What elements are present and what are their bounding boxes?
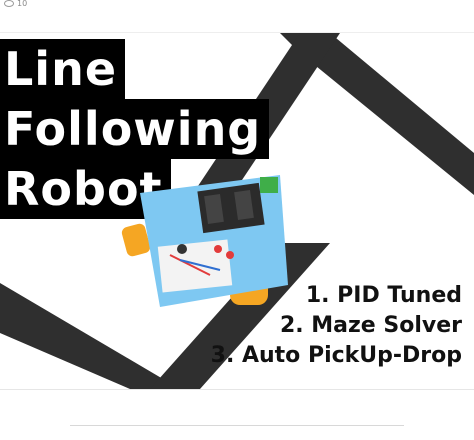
feature-item: 2. Maze Solver — [279, 313, 462, 338]
robot-illustration — [121, 175, 288, 307]
feature-list: 1. PID Tuned 2. Maze Solver 3. Auto Pick… — [211, 281, 462, 371]
feature-item: 1. PID Tuned — [305, 283, 462, 308]
view-counter: 10 — [0, 0, 474, 8]
title-line-1: Line — [0, 39, 126, 99]
video-thumbnail[interactable]: Line Following Robot 1. PID Tuned 2. Maz… — [0, 32, 474, 390]
divider — [70, 425, 404, 426]
feature-item: 3. Auto PickUp-Drop — [210, 343, 462, 368]
eye-icon — [4, 0, 14, 7]
title-line-2: Following — [0, 99, 270, 159]
title-line-3: Robot — [0, 159, 171, 219]
view-count: 10 — [17, 0, 28, 8]
